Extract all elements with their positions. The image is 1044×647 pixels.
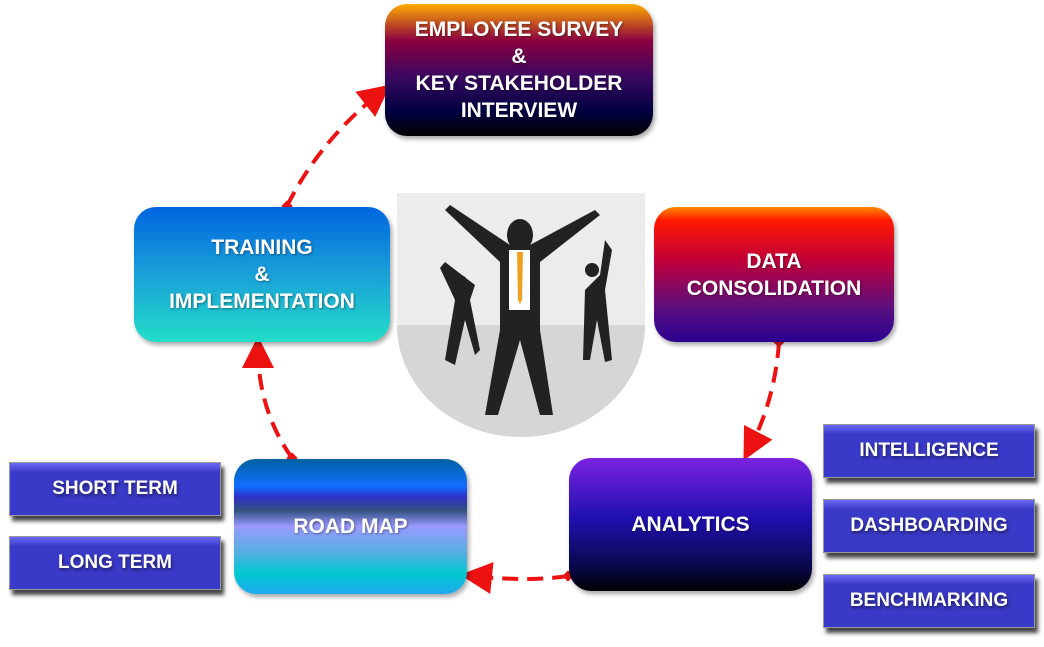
tag-label: BENCHMARKING <box>849 590 1009 611</box>
arrow-analytics-to-roadmap <box>460 562 569 594</box>
step-road-map: ROAD MAP <box>234 459 467 594</box>
analytics-label: ANALYTICS <box>631 513 750 536</box>
step-data-consolidation: DATA CONSOLIDATION <box>654 207 894 342</box>
survey-line-4: INTERVIEW <box>460 99 578 122</box>
data-line-2: CONSOLIDATION <box>686 276 862 300</box>
tag-label: INTELLIGENCE <box>859 440 999 461</box>
tag-benchmarking: BENCHMARKING <box>823 574 1035 628</box>
step-analytics: ANALYTICS <box>569 458 812 591</box>
arrow-roadmap-to-training <box>242 336 294 460</box>
tag-short-term: SHORT TERM <box>9 462 221 516</box>
tag-long-term: LONG TERM <box>9 536 221 590</box>
tag-label: SHORT TERM <box>52 478 178 499</box>
step-survey: EMPLOYEE SURVEY & KEY STAKEHOLDER INTERVIEW <box>385 4 653 136</box>
tag-label: LONG TERM <box>58 552 172 573</box>
survey-line-3: KEY STAKEHOLDER <box>415 72 623 95</box>
survey-line-2: & <box>511 45 527 68</box>
arrow-training-to-survey <box>285 84 391 207</box>
step-training: TRAINING & IMPLEMENTATION <box>134 207 390 342</box>
road-map-label: ROAD MAP <box>293 515 408 538</box>
tag-label: DASHBOARDING <box>850 515 1008 536</box>
training-line-1: TRAINING <box>211 236 313 259</box>
tag-dashboarding: DASHBOARDING <box>823 499 1035 553</box>
tag-intelligence: INTELLIGENCE <box>823 424 1035 478</box>
celebrating-people-image <box>397 193 645 437</box>
arrow-paths <box>242 84 781 594</box>
survey-line-1: EMPLOYEE SURVEY <box>414 18 624 41</box>
data-line-1: DATA <box>746 249 802 273</box>
training-line-2: & <box>254 263 270 286</box>
training-line-3: IMPLEMENTATION <box>169 290 355 313</box>
arrow-data-to-analytics <box>743 341 781 461</box>
